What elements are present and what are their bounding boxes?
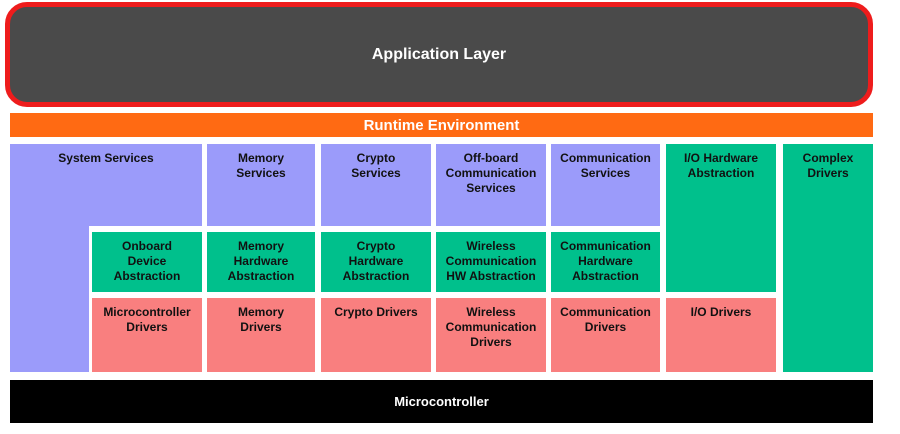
crypto-drivers: Crypto Drivers (321, 298, 431, 372)
communication-drivers: Communication Drivers (551, 298, 660, 372)
memory-services: Memory Services (207, 144, 315, 226)
wireless-communication-hw-abstraction: Wireless Communication HW Abstraction (436, 232, 546, 292)
microcontroller: Microcontroller (10, 380, 873, 423)
onboard-device-abstraction: Onboard Device Abstraction (92, 232, 202, 292)
system-services-extension (10, 226, 89, 372)
microcontroller-drivers: Microcontroller Drivers (92, 298, 202, 372)
crypto-services: Crypto Services (321, 144, 431, 226)
offboard-communication-services: Off-board Communication Services (436, 144, 546, 226)
complex-drivers: Complex Drivers (783, 144, 873, 372)
communication-services: Communication Services (551, 144, 660, 226)
memory-drivers: Memory Drivers (207, 298, 315, 372)
io-drivers: I/O Drivers (666, 298, 776, 372)
memory-hardware-abstraction: Memory Hardware Abstraction (207, 232, 315, 292)
communication-hardware-abstraction: Communication Hardware Abstraction (551, 232, 660, 292)
system-services: System Services (10, 144, 202, 226)
runtime-environment: Runtime Environment (10, 113, 873, 137)
io-hardware-abstraction: I/O Hardware Abstraction (666, 144, 776, 292)
application-layer: Application Layer (5, 2, 873, 107)
crypto-hardware-abstraction: Crypto Hardware Abstraction (321, 232, 431, 292)
wireless-communication-drivers: Wireless Communication Drivers (436, 298, 546, 372)
